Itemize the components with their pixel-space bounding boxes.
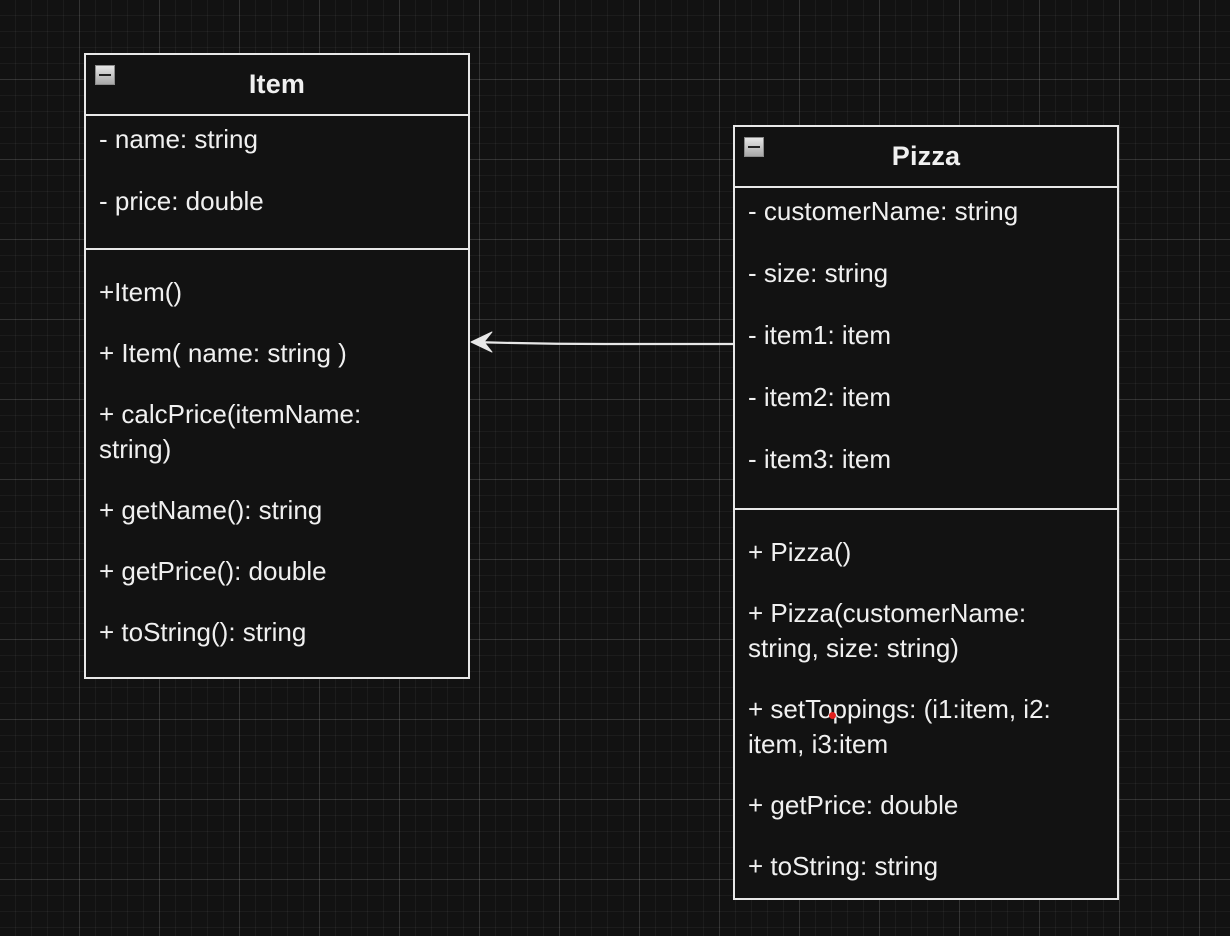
class-item-name: Item <box>248 69 306 99</box>
operation[interactable]: + getPrice: double <box>748 790 959 820</box>
collapse-toggle-icon[interactable] <box>95 65 115 85</box>
attribute[interactable]: - item1: item <box>748 320 892 350</box>
class-pizza-attributes: - customerName: string - size: string - … <box>735 188 1117 510</box>
cursor-dot-icon <box>829 712 836 719</box>
class-pizza[interactable]: Pizza - customerName: string - size: str… <box>733 125 1119 900</box>
operation[interactable]: + getName(): string <box>99 495 323 525</box>
operation[interactable]: + toString(): string <box>99 617 307 647</box>
association-edge-pizza-to-item[interactable] <box>473 340 733 346</box>
attribute[interactable]: - size: string <box>748 258 889 288</box>
class-pizza-name: Pizza <box>891 141 961 171</box>
attribute[interactable]: - name: string <box>99 124 258 154</box>
class-item-header[interactable]: Item <box>86 55 468 116</box>
operation[interactable]: + calcPrice(itemName: string) <box>99 399 362 464</box>
class-pizza-header[interactable]: Pizza <box>735 127 1117 188</box>
attribute[interactable]: - price: double <box>99 186 264 216</box>
operation[interactable]: + toString: string <box>748 851 939 881</box>
collapse-toggle-icon[interactable] <box>744 137 764 157</box>
operation[interactable]: + setToppings: (i1:item, i2: item, i3:it… <box>748 694 1051 759</box>
operation[interactable]: + Pizza() <box>748 537 852 567</box>
open-arrowhead-icon <box>470 331 493 353</box>
class-item-attributes: - name: string - price: double <box>86 116 468 250</box>
operation[interactable]: + Item( name: string ) <box>99 338 347 368</box>
operation[interactable]: +Item() <box>99 277 183 307</box>
class-item-operations: +Item() + Item( name: string ) + calcPri… <box>86 250 468 650</box>
attribute[interactable]: - customerName: string <box>748 196 1019 226</box>
operation[interactable]: + Pizza(customerName: string, size: stri… <box>748 598 1027 663</box>
attribute[interactable]: - item2: item <box>748 382 892 412</box>
attribute[interactable]: - item3: item <box>748 444 892 474</box>
class-item[interactable]: Item - name: string - price: double +Ite… <box>84 53 470 679</box>
class-pizza-operations: + Pizza() + Pizza(customerName: string, … <box>735 510 1117 884</box>
operation[interactable]: + getPrice(): double <box>99 556 327 586</box>
